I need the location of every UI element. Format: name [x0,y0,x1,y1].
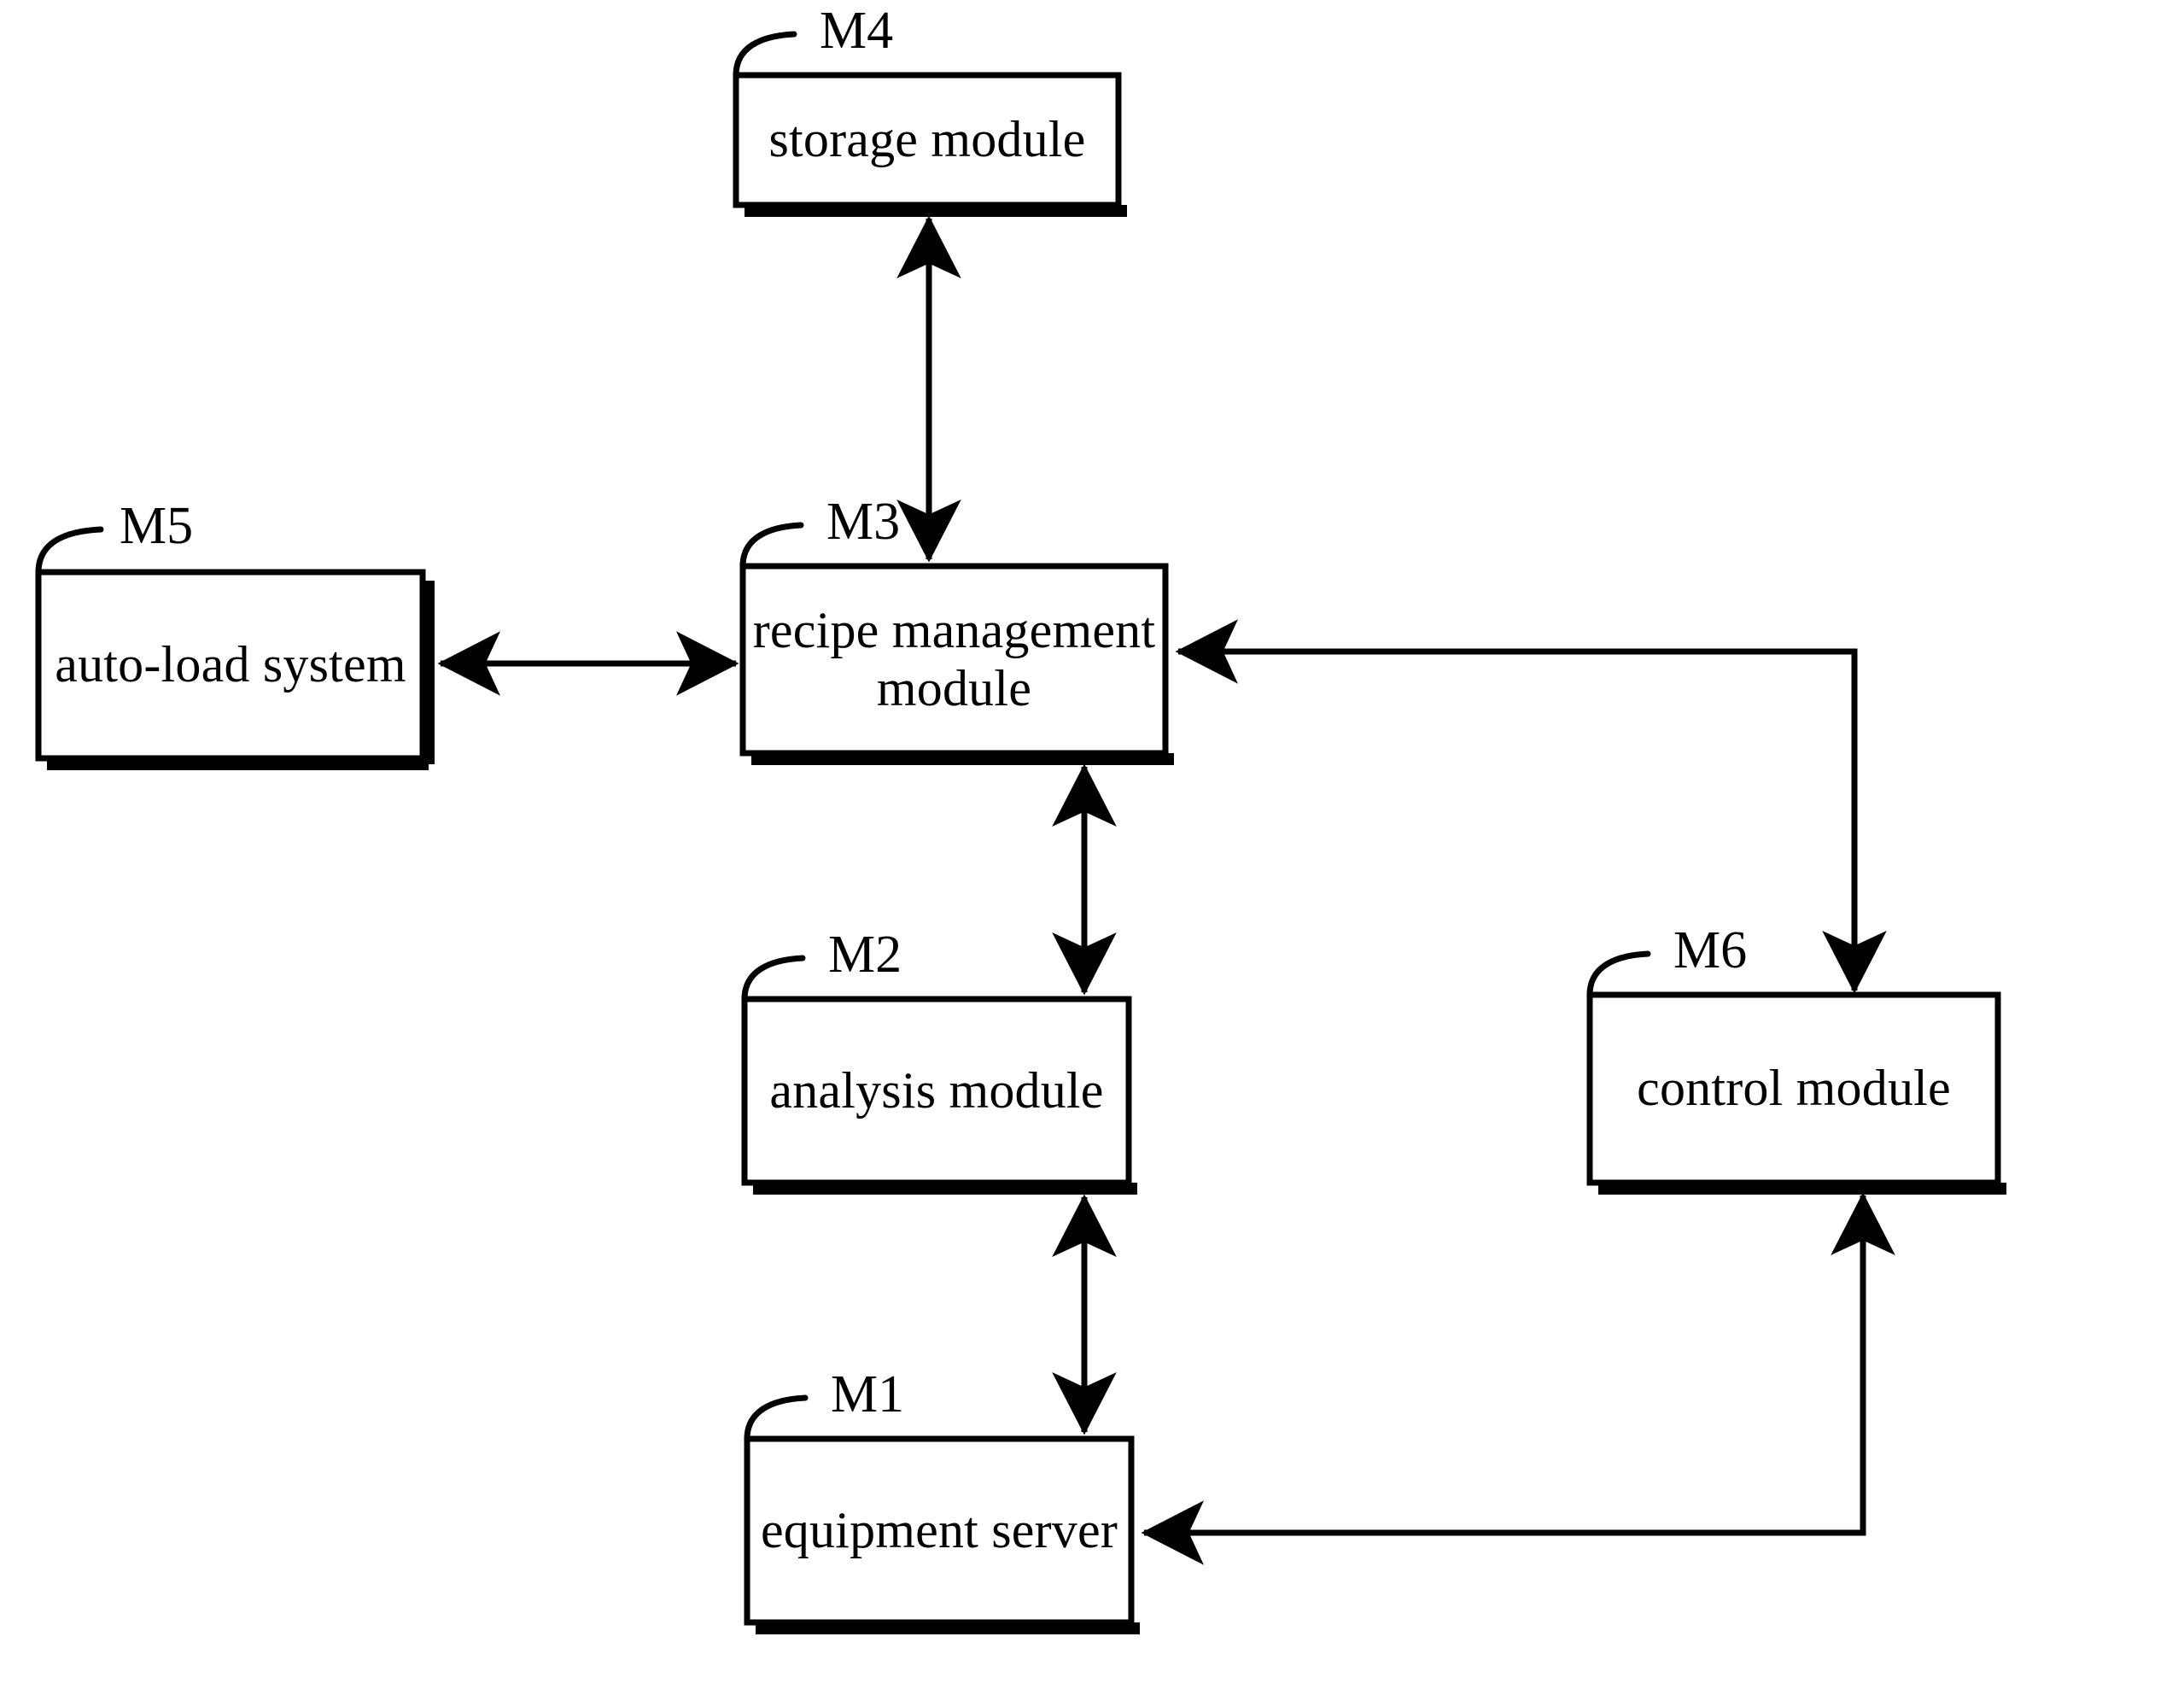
ref-label-m3: M3 [826,493,901,551]
ref-label-m1: M1 [831,1365,905,1423]
leader-line-m3 [739,522,804,570]
block-storage-module[interactable] [733,72,1127,217]
ref-label-m2: M2 [828,926,902,984]
block-equipment-server[interactable] [744,1435,1140,1634]
leader-line-m5 [35,526,104,576]
block-auto-load-system[interactable] [35,569,435,770]
leader-line-m4 [733,31,797,79]
leader-line-m6 [1586,950,1651,998]
ref-label-m5: M5 [120,497,194,555]
connector-control-recipe [1175,619,1858,991]
block-auto-load-system-outline [35,569,426,762]
ref-label-m6: M6 [1673,921,1748,979]
block-storage-module-outline [733,72,1122,208]
leader-line-m1 [744,1394,809,1442]
block-recipe-management-module-outline [739,563,1169,757]
connector-control-equipment [1141,1192,1895,1565]
leader-line-m2 [741,955,806,1002]
ref-label-m4: M4 [820,2,894,60]
block-analysis-module[interactable] [741,996,1137,1195]
block-control-module-outline [1586,991,2001,1186]
block-control-module[interactable] [1586,991,2006,1195]
block-recipe-management-module[interactable] [739,563,1174,765]
block-equipment-server-outline [744,1435,1135,1626]
block-analysis-module-outline [741,996,1132,1186]
